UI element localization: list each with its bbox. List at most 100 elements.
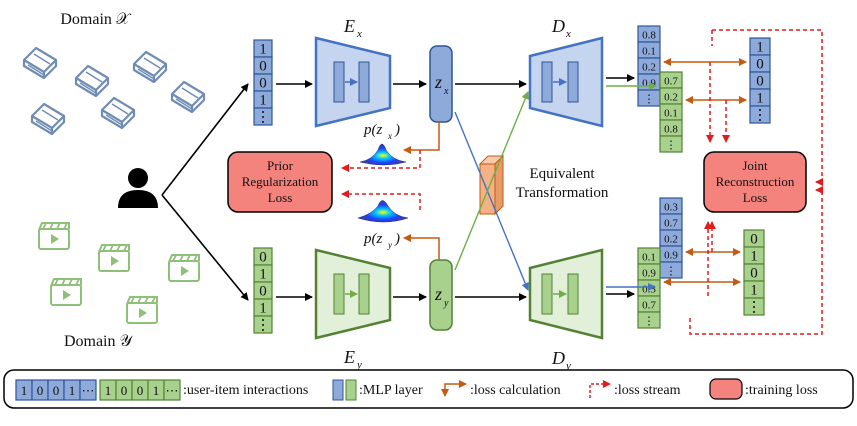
- output-vector-x-blue: 0.80.10.20.9⋮: [637, 25, 661, 107]
- joint-reconstruction-loss-box: Joint Reconstruction Loss: [703, 151, 807, 213]
- vector-cell-value: 0.7: [642, 299, 656, 311]
- svg-text:y: y: [356, 359, 362, 371]
- vector-cell-value: ⋮: [644, 93, 655, 105]
- legend-cell-value: 1: [21, 383, 28, 398]
- vector-cell: [659, 135, 683, 153]
- svg-text:y: y: [387, 240, 392, 250]
- legend-training-loss-label: :training loss: [745, 383, 818, 398]
- svg-text:z: z: [434, 72, 442, 92]
- legend-cell-value: 1: [153, 383, 160, 398]
- equivalent-transformation: Equivalent Transformation: [478, 154, 609, 216]
- svg-text:Equivalent: Equivalent: [530, 166, 596, 182]
- legend-loss-calc-icon: [441, 380, 467, 397]
- svg-text:y: y: [565, 360, 571, 372]
- latent-zx: z x: [429, 45, 453, 123]
- svg-text:): ): [394, 231, 400, 247]
- prior-regularization-loss-box: Prior Regularization Loss: [227, 151, 333, 213]
- decoder-y: D y: [528, 248, 604, 372]
- legend-cell-value: ⋯: [166, 383, 179, 398]
- vector-cell-value: 0.3: [642, 283, 656, 295]
- zx-to-dy-arrow: [454, 111, 530, 291]
- output-vector-y-green: 0.1 0.9 0.3 0.7 ⋮: [637, 247, 661, 329]
- vector-cell: [749, 105, 771, 124]
- svg-text:Joint: Joint: [742, 158, 768, 173]
- vector-cell-value: 0: [750, 265, 758, 281]
- vector-cell: [253, 315, 273, 334]
- domain-x-label: Domain 𝒳: [60, 11, 132, 28]
- vector-cell-value: 0.8: [642, 29, 656, 41]
- legend-loss-calc-label: :loss calculation: [470, 383, 561, 398]
- svg-text:x: x: [565, 28, 571, 40]
- legend-cell-value: ⋯: [82, 383, 95, 398]
- vector-cell-value: 0.3: [664, 201, 678, 213]
- vector-cell-value: 0.9: [642, 267, 656, 279]
- vector-cell-value: 0: [750, 231, 758, 247]
- vector-cell-value: 1: [756, 90, 764, 106]
- vector-cell-value: 1: [756, 39, 764, 55]
- legend-loss-stream-icon: [589, 380, 611, 398]
- vector-cell-value: 0: [259, 249, 267, 265]
- user-to-x-arrow: [161, 83, 249, 196]
- vector-cell-value: 0.2: [664, 91, 678, 103]
- legend-loss-stream-label: :loss stream: [614, 383, 681, 398]
- legend-cell-value: 0: [121, 383, 128, 398]
- encoder-y: E y: [314, 248, 392, 371]
- vector-cell-value: 0: [259, 58, 267, 74]
- decoder-x-label: D: [551, 16, 565, 36]
- vector-cell-value: ⋮: [256, 109, 271, 125]
- svg-text:): ): [394, 122, 400, 138]
- vector-cell-value: 1: [259, 266, 267, 282]
- legend-cell-value: 1: [69, 383, 76, 398]
- vector-cell-value: 1: [750, 282, 758, 298]
- output-vector-x-green: 0.70.20.10.8⋮: [659, 71, 683, 153]
- vector-cell-value: ⋮: [256, 317, 271, 333]
- latent-zy: z y: [429, 259, 453, 331]
- svg-text:Regularization: Regularization: [242, 174, 319, 189]
- vector-cell-value: 0: [259, 75, 267, 91]
- loss-stream-prior-y: [341, 190, 421, 210]
- vector-cell-value: 1: [259, 92, 267, 108]
- legend-mlp-label: :MLP layer: [359, 383, 423, 398]
- legend-cell-value: 0: [137, 383, 144, 398]
- vector-cell-value: ⋮: [753, 107, 768, 123]
- zy-to-dx-arrow: [454, 91, 530, 271]
- vector-cell-value: 0.1: [664, 107, 678, 119]
- legend-training-loss-icon: [709, 378, 743, 400]
- vector-cell-value: 0.9: [642, 77, 656, 89]
- legend-cell: [79, 379, 97, 401]
- vector-cell-value: ⋮: [747, 299, 762, 315]
- legend-cell-value: 0: [53, 383, 60, 398]
- prior-y: p(z y ): [357, 200, 409, 250]
- svg-text:Prior: Prior: [267, 158, 294, 173]
- encoder-x-label: E: [343, 16, 355, 36]
- loss-stream-joint-6: [689, 186, 823, 335]
- video-icon: [38, 222, 200, 324]
- loss-stream-joint-3: [712, 29, 823, 186]
- domain-y-label: Domain 𝒴: [64, 333, 134, 350]
- legend-cell-value: 0: [37, 383, 44, 398]
- vector-cell-value: 1: [259, 300, 267, 316]
- vector-cell-value: 0.7: [664, 217, 678, 229]
- svg-text:Reconstruction: Reconstruction: [716, 174, 795, 189]
- vector-cell-value: ⋮: [644, 315, 655, 327]
- svg-text:x: x: [443, 86, 449, 97]
- svg-text:z: z: [434, 284, 442, 304]
- loss-calc-zx: [403, 122, 440, 154]
- vector-cell-value: 1: [259, 41, 267, 57]
- svg-text:p(z: p(z: [363, 231, 382, 247]
- legend-cell: [163, 379, 181, 401]
- loss-calc-zy: [403, 234, 440, 260]
- svg-text:Transformation: Transformation: [516, 185, 609, 201]
- legend-interactions-label: :user-item interactions: [183, 383, 308, 398]
- vector-cell-value: 0: [756, 73, 764, 89]
- svg-text:Loss: Loss: [268, 190, 293, 205]
- svg-text:Loss: Loss: [743, 190, 768, 205]
- legend-cell-value: 1: [105, 383, 112, 398]
- vector-cell-value: 0.1: [642, 251, 656, 263]
- svg-text:x: x: [356, 28, 362, 40]
- decoder-y-label: D: [551, 348, 565, 368]
- vector-cell-value: 0: [259, 283, 267, 299]
